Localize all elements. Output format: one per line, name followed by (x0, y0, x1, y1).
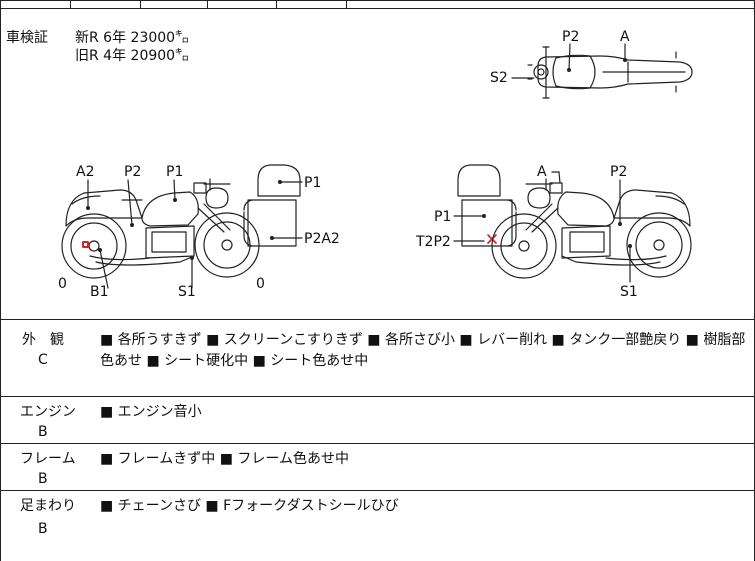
section-grade: B (38, 471, 48, 487)
left-view-label-a2: A2 (76, 164, 95, 180)
left-view-label-p2: P2 (124, 164, 142, 180)
header-tick-4 (276, 0, 277, 8)
inspection-label: 車検証 (6, 30, 48, 46)
section-details-line-1: ■ 各所うすきず ■ スクリーンこすりきず ■ 各所さび小 ■ レバー削れ ■ … (100, 332, 746, 348)
motorcycle-right-side-view (491, 171, 692, 283)
section-name: 外 観 (22, 332, 64, 348)
damage-marker-t2p2 (487, 234, 497, 244)
right-view-label-a: A (537, 164, 547, 180)
left-view-label-zero-right: 0 (256, 276, 265, 292)
section-name: フレーム (20, 451, 76, 467)
right-view-label-s1: S1 (620, 284, 638, 300)
left-view-label-s1: S1 (178, 284, 196, 300)
left-border (0, 0, 1, 561)
section-grade: B (38, 424, 48, 440)
rear-view-label-t2p2: T2P2 (416, 234, 451, 250)
section-name: エンジン (20, 404, 76, 420)
top-view-label-s2: S2 (490, 70, 508, 86)
section-details-line-1: ■ フレームきず中 ■ フレーム色あせ中 (100, 451, 349, 467)
motorcycle-front-view (243, 164, 303, 247)
header-tick-1 (70, 0, 71, 8)
section-grade: C (38, 352, 48, 368)
left-view-label-zero-left: 0 (58, 276, 67, 292)
header-tick-2 (140, 0, 141, 8)
section-divider-2 (0, 443, 755, 444)
motorcycle-top-view (511, 43, 693, 99)
header-tick-3 (207, 0, 208, 8)
inspection-new-registration: 新R 6年 23000㌔ (75, 30, 190, 46)
section-details-line-2: 色あせ ■ シート硬化中 ■ シート色あせ中 (100, 353, 369, 369)
front-view-label-p2a2: P2A2 (304, 231, 340, 247)
section-divider-3 (0, 490, 755, 491)
section-details-line-1: ■ チェーンさび ■ Fフォークダストシールひび (100, 498, 399, 514)
section-details-line-1: ■ エンジン音小 (100, 404, 202, 420)
section-grade: B (38, 521, 48, 537)
motorcycle-rear-view (453, 164, 517, 247)
front-view-label-p1: P1 (304, 175, 322, 191)
motorcycle-left-side-view (61, 178, 260, 289)
top-border (0, 0, 755, 1)
rear-view-label-p1: P1 (434, 209, 452, 225)
top-view-label-p2: P2 (562, 29, 580, 45)
left-view-label-b1: B1 (90, 284, 109, 300)
header-bottom-border (0, 8, 755, 9)
section-divider-1 (0, 396, 755, 397)
damage-marker-b1 (82, 241, 89, 248)
inspection-old-registration: 旧R 4年 20900㌔ (75, 48, 190, 64)
top-view-label-a: A (620, 29, 630, 45)
left-view-label-p1: P1 (166, 164, 184, 180)
diagram-bottom-border (0, 319, 755, 320)
header-tick-5 (346, 0, 347, 8)
right-view-label-p2: P2 (610, 164, 628, 180)
section-name: 足まわり (20, 498, 76, 514)
